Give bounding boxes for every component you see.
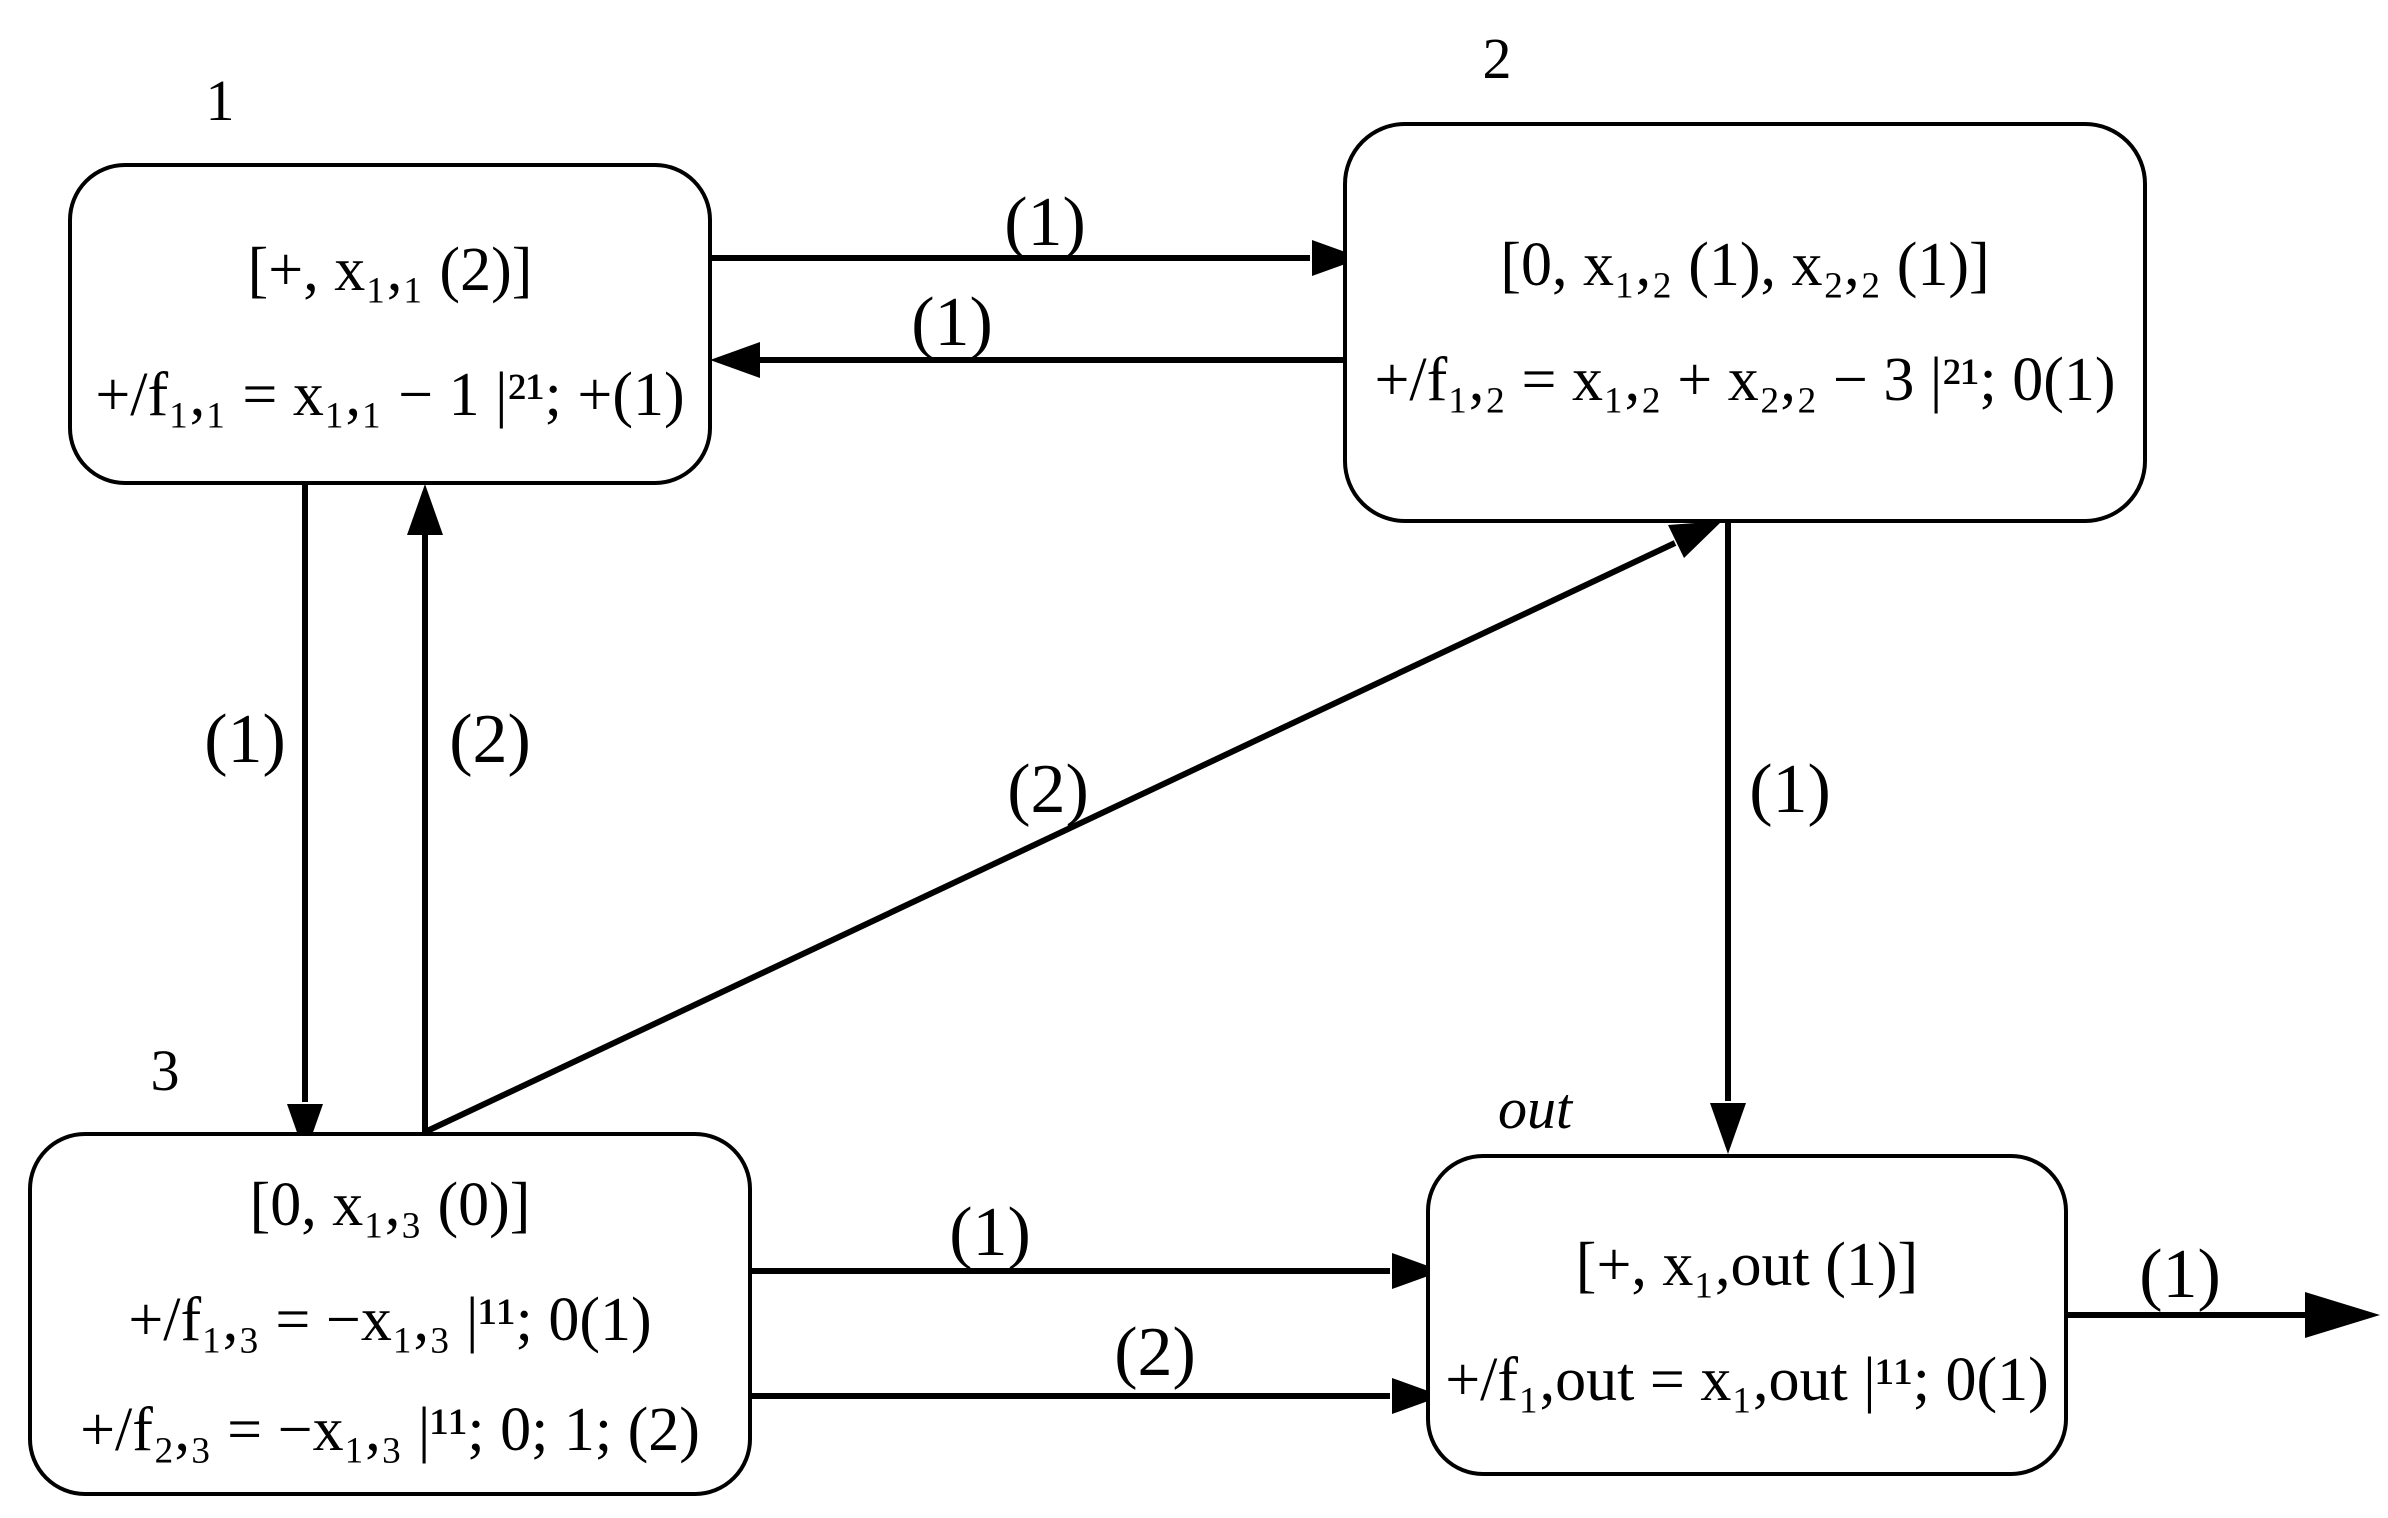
- node-out-line-2: +/f₁,out = x₁,out |¹¹; 0(1): [1445, 1346, 2049, 1414]
- edge-1-to-3: [287, 482, 323, 1155]
- edge-label-1-to-3: (1): [204, 701, 286, 778]
- edge-out-exit: [2068, 1292, 2380, 1338]
- node-1: 1 [+, x₁,₁ (2)] +/f₁,₁ = x₁,₁ − 1 |²¹; +…: [68, 68, 712, 485]
- edge-label-3-to-2: (2): [1007, 751, 1089, 828]
- node-out-title: out: [1498, 1076, 1574, 1141]
- node-out-line-1: [+, x₁,out (1)]: [1576, 1231, 1918, 1299]
- node-2-title: 2: [1483, 26, 1512, 91]
- node-3-line-1: [0, x₁,₃ (0)]: [250, 1171, 531, 1239]
- node-3-line-3: +/f₂,₃ = −x₁,₃ |¹¹; 0; 1; (2): [80, 1396, 700, 1464]
- edge-label-3-to-1: (2): [449, 701, 531, 778]
- edge-2-to-out: [1710, 521, 1746, 1154]
- edge-3-to-2: [423, 521, 1722, 1135]
- edge-label-2-to-1: (1): [911, 284, 993, 361]
- edge-label-2-to-out: (1): [1749, 751, 1831, 828]
- node-1-title: 1: [206, 68, 235, 133]
- edge-label-out-exit: (1): [2139, 1236, 2221, 1313]
- node-1-box: [68, 163, 712, 485]
- edge-3-to-out-1: [750, 1253, 1442, 1289]
- edge-label-1-to-2: (1): [1004, 184, 1086, 261]
- edge-2-to-1: [710, 342, 1345, 378]
- edge-3-to-1: [407, 484, 443, 1132]
- edge-1-to-2: [710, 240, 1362, 276]
- node-2: 2 [0, x₁,₂ (1), x₂,₂ (1)] +/f₁,₂ = x₁,₂ …: [1343, 26, 2147, 523]
- node-out-box: [1426, 1154, 2068, 1476]
- node-out: out [+, x₁,out (1)] +/f₁,out = x₁,out |¹…: [1426, 1076, 2068, 1476]
- node-3: 3 [0, x₁,₃ (0)] +/f₁,₃ = −x₁,₃ |¹¹; 0(1)…: [28, 1038, 752, 1496]
- edge-3-to-out-2: [750, 1378, 1442, 1414]
- node-2-line-1: [0, x₁,₂ (1), x₂,₂ (1)]: [1500, 231, 1989, 299]
- node-3-title: 3: [151, 1038, 180, 1103]
- node-2-box: [1343, 122, 2147, 523]
- node-2-line-2: +/f₁,₂ = x₁,₂ + x₂,₂ − 3 |²¹; 0(1): [1374, 346, 2115, 414]
- edge-label-3-to-out-2: (2): [1114, 1314, 1196, 1391]
- edge-label-3-to-out-1: (1): [949, 1194, 1031, 1271]
- node-1-line-1: [+, x₁,₁ (2)]: [248, 236, 533, 304]
- node-3-box: [28, 1132, 752, 1496]
- node-3-line-2: +/f₁,₃ = −x₁,₃ |¹¹; 0(1): [128, 1286, 651, 1354]
- node-1-line-2: +/f₁,₁ = x₁,₁ − 1 |²¹; +(1): [95, 361, 684, 429]
